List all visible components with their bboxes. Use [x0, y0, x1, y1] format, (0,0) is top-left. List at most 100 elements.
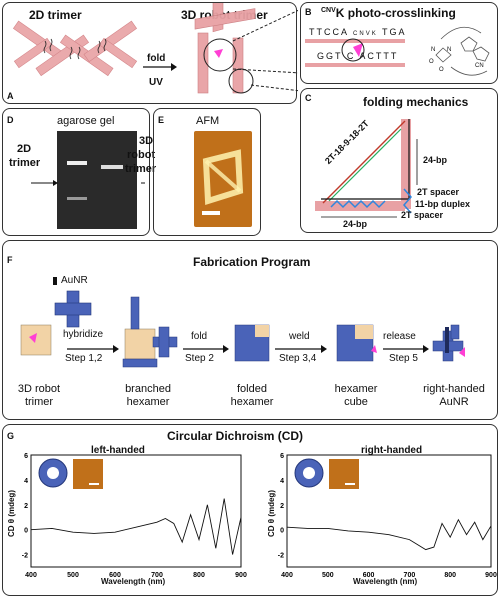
gel-image: [57, 131, 137, 229]
panel-d-label: D: [7, 115, 14, 125]
panel-a: A 2D trimer 3D robot trimer fold UV: [2, 2, 298, 104]
panel-g: G Circular Dichroism (CD) left-handed ri…: [2, 424, 498, 596]
panel-e: E AFM: [153, 108, 261, 236]
cd-xtick: 800: [444, 572, 456, 579]
bp-side: 24-bp: [423, 155, 448, 165]
panel-e-label: E: [158, 115, 165, 125]
step-num-1: Step 1,2: [65, 353, 103, 364]
panel-b-art: [305, 26, 490, 76]
cnv-superscript: CNV: [321, 7, 336, 14]
mol-o2: O: [439, 67, 444, 73]
cd-ytick: 0: [24, 528, 28, 535]
cd-xtick: 700: [151, 572, 163, 579]
cd-frame-0: [30, 454, 242, 568]
caption-cube-2: cube: [344, 396, 368, 408]
seq-top: TTCCA CNVK TGA: [309, 27, 407, 37]
gel-right-1: 3D: [139, 135, 154, 147]
panel-f-art: [20, 277, 465, 368]
panel-c-title: folding mechanics: [363, 95, 469, 109]
caption-branched: branched hexamer: [113, 383, 183, 409]
mol-n2: N: [447, 47, 452, 53]
caption-aunr-1: right-handed: [423, 383, 485, 395]
panel-d-title: agarose gel: [57, 115, 115, 127]
cd-ytick: 4: [24, 478, 28, 485]
cd-ytick: 4: [280, 478, 284, 485]
right-chart-title: right-handed: [361, 445, 423, 456]
left-chart-title: left-handed: [91, 445, 145, 456]
right-xlabel: Wavelength (nm): [353, 577, 418, 586]
cd-xtick: 900: [235, 572, 247, 579]
cd-inset-0: [38, 458, 103, 489]
spacer2: 2T spacer: [401, 210, 444, 220]
panel-d: D agarose gel 2D trimer 3D robot trimer: [2, 108, 156, 236]
panel-a-title-left: 2D trimer: [29, 8, 82, 22]
cd-xtick: 400: [25, 572, 37, 579]
left-xlabel: Wavelength (nm): [101, 577, 166, 586]
cd-xtick: 500: [322, 572, 334, 579]
cd-xtick: 500: [67, 572, 79, 579]
panel-b: B CNVK photo-crosslinking TTCCA CNVK TGA…: [300, 2, 498, 84]
caption-folded-2: hexamer: [230, 396, 274, 408]
panel-a-label: A: [7, 91, 14, 101]
panel-f-label: F: [7, 255, 13, 265]
seq-top-part2: TGA: [382, 27, 407, 37]
panel-g-title: Circular Dichroism (CD): [167, 429, 304, 443]
caption-folded-1: folded: [237, 383, 267, 395]
cd-ytick: 2: [280, 503, 284, 510]
cd-xtick: 900: [485, 572, 497, 579]
gel-right-2: robot: [127, 149, 156, 161]
caption-cube: hexamer cube: [321, 383, 391, 409]
cd-xtick: 800: [193, 572, 205, 579]
panel-e-title: AFM: [196, 115, 220, 127]
caption-cube-1: hexamer: [334, 383, 378, 395]
mol-n1: N: [431, 47, 436, 53]
cd-ytick: -2: [278, 553, 284, 560]
fold-label: fold: [147, 53, 166, 64]
panel-f: F Fabrication Program AuNR: [2, 240, 498, 420]
gel-right-3: trimer: [125, 163, 157, 175]
afm-structure: [202, 149, 244, 215]
panel-c-label: C: [305, 93, 312, 103]
step-label-release: release: [383, 331, 416, 342]
panel-b-label: B: [305, 7, 312, 17]
caption-aunr-2: AuNR: [439, 396, 469, 408]
cd-frame-1: [286, 454, 492, 568]
cd-inset-1: [294, 458, 359, 489]
spacer1: 2T spacer: [417, 187, 460, 197]
caption-aunr: right-handed AuNR: [415, 383, 493, 409]
panel-b-title: CNVK photo-crosslinking: [321, 6, 456, 20]
seq-top-part1: TTCCA: [309, 27, 349, 37]
step-num-3: Step 3,4: [279, 353, 317, 364]
caption-branched-2: hexamer: [126, 396, 170, 408]
panel-c-art: [315, 119, 418, 218]
afm-image: [194, 131, 252, 227]
panel-d-arrows: [31, 180, 145, 186]
caption-branched-1: branched: [125, 383, 171, 395]
seq-bottom-part2: ACTTT: [359, 51, 399, 61]
cd-series-line-1: [286, 518, 492, 551]
gel-band-2d-low: [67, 197, 87, 200]
step-num-5: Step 5: [389, 353, 418, 364]
cd-xtick: 600: [363, 572, 375, 579]
panel-f-title: Fabrication Program: [193, 255, 311, 269]
step-num-2: Step 2: [185, 353, 214, 364]
seq-bottom-part1: GGT: [317, 51, 343, 61]
step-label-weld: weld: [289, 331, 310, 342]
caption-trimer-2: trimer: [24, 396, 54, 408]
panel-c: C folding mechanics 2T-18-9-18-2T 24-bp …: [300, 88, 498, 233]
cd-ytick: 2: [24, 503, 28, 510]
gel-band-2d: [67, 161, 87, 165]
seq-bottom-c: C: [346, 51, 356, 61]
step-label-fold: fold: [191, 331, 208, 342]
caption-trimer: 3D robot trimer: [9, 383, 69, 409]
duplex: 11-bp duplex: [415, 199, 471, 209]
cd-ytick: 0: [280, 528, 284, 535]
aunr-label: AuNR: [61, 275, 88, 286]
cd-xtick: 600: [109, 572, 121, 579]
panel-b-title-main: K photo-crosslinking: [335, 6, 456, 20]
gel-left-1: 2D: [17, 143, 32, 155]
gel-band-3d: [101, 165, 123, 169]
caption-folded: folded hexamer: [217, 383, 287, 409]
panel-g-label: G: [7, 431, 15, 441]
